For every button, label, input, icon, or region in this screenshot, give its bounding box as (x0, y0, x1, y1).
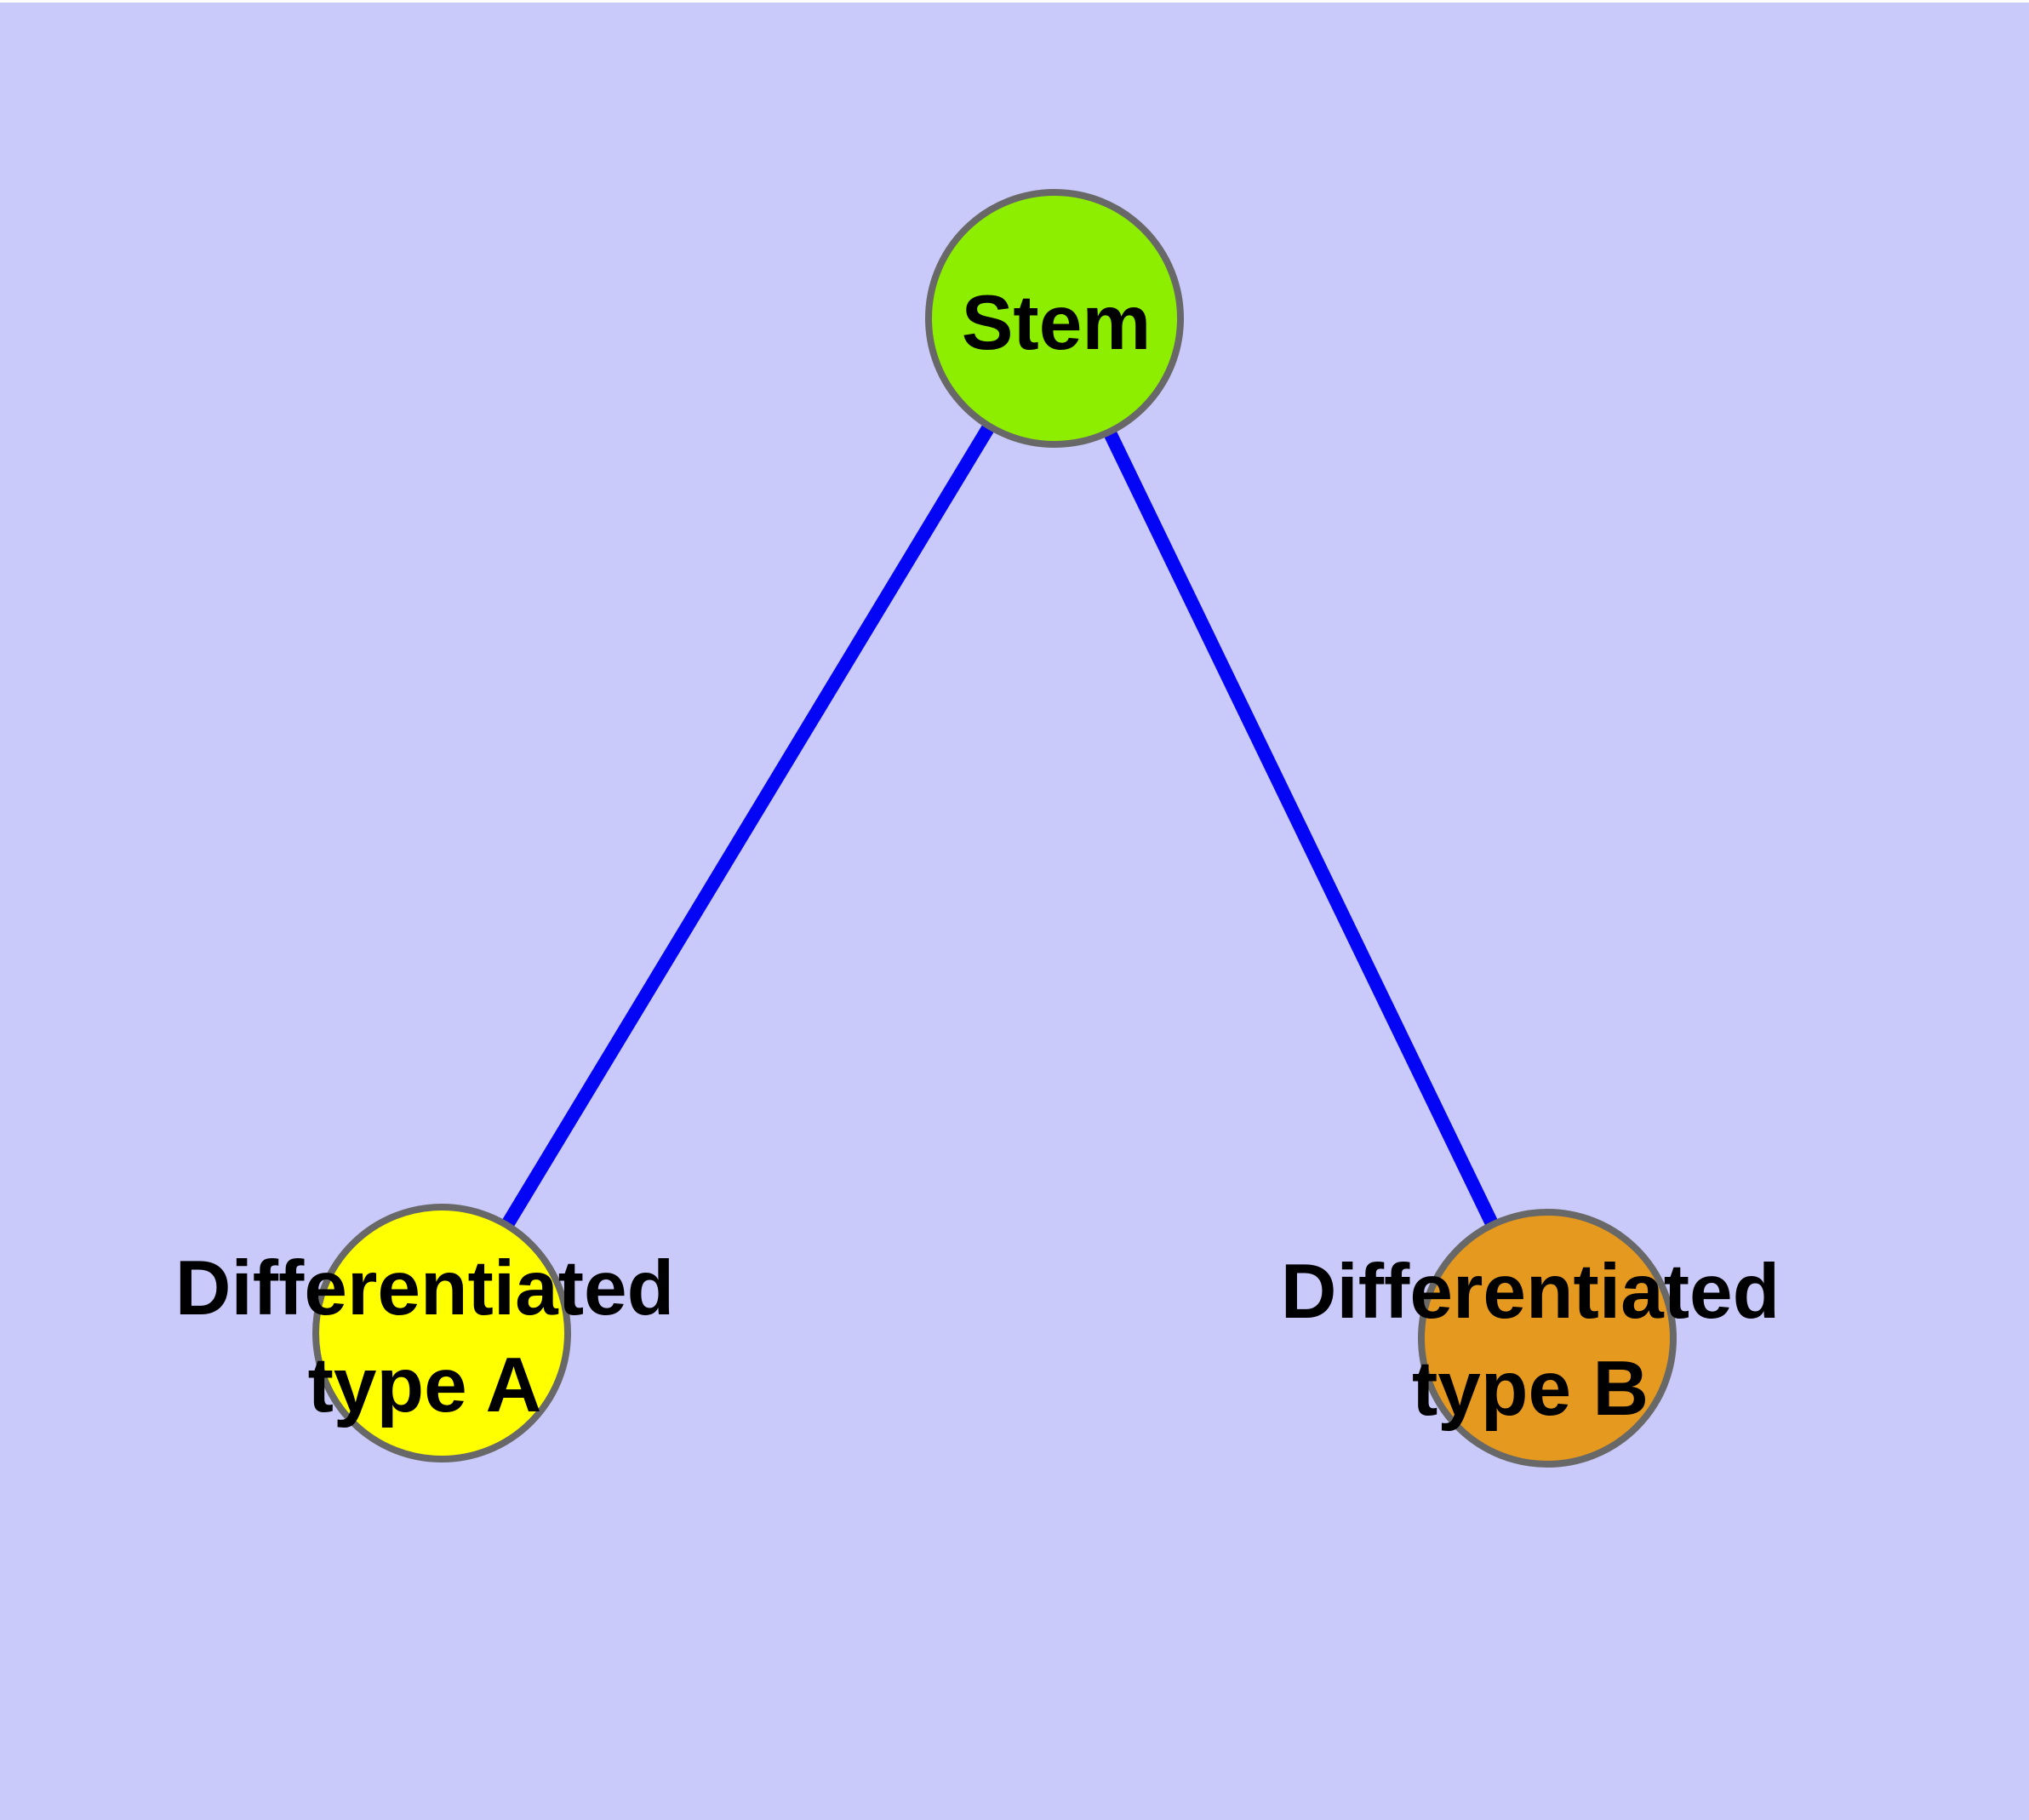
type-a-node-label: Differentiated type A (174, 1245, 675, 1428)
stem-node-circle (925, 189, 1184, 448)
type-a-node-circle (312, 1204, 571, 1462)
edge-stem-to-type-b (1048, 315, 1554, 1342)
top-white-strip (0, 0, 2029, 3)
stem-node-label: Stem (961, 280, 1152, 366)
type-b-node-label: Differentiated type B (1280, 1249, 1780, 1432)
edge-stem-to-type-a (436, 314, 1060, 1337)
type-b-node-circle (1418, 1209, 1677, 1468)
